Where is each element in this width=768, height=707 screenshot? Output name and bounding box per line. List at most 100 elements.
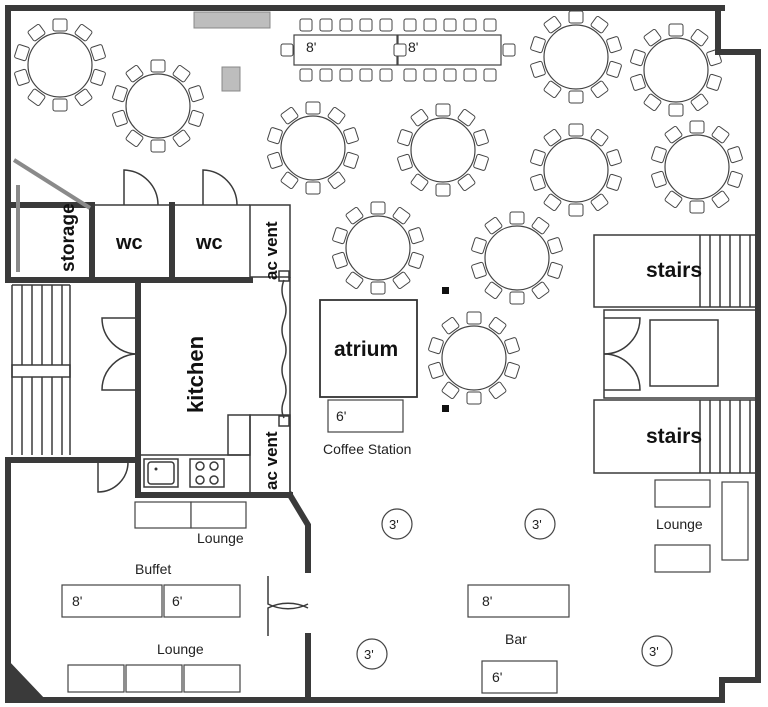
round-table-top <box>345 215 411 281</box>
chair <box>27 88 46 107</box>
round-table-top <box>643 37 709 103</box>
chair <box>332 227 348 245</box>
chair <box>689 200 705 214</box>
chair <box>530 36 546 54</box>
chair <box>392 206 411 225</box>
right-stairs-bottom <box>593 399 757 474</box>
coffee-station-label: Coffee Station <box>323 441 411 457</box>
chair <box>14 68 30 86</box>
fixture-small <box>221 66 241 92</box>
round-table-6 <box>630 23 722 117</box>
chair <box>280 43 294 57</box>
outer-walls <box>5 5 761 703</box>
stove <box>189 458 225 488</box>
chair <box>441 381 460 400</box>
chair <box>305 101 321 115</box>
chair <box>606 173 622 191</box>
chair <box>689 120 705 134</box>
table-label-buffet-8: 8' <box>72 593 82 609</box>
chair <box>305 181 321 195</box>
chair <box>150 139 166 153</box>
chair <box>410 173 429 192</box>
chair <box>267 127 283 145</box>
chair <box>530 173 546 191</box>
elevator-lobby <box>603 309 757 399</box>
chair <box>568 90 584 104</box>
chair <box>343 127 359 145</box>
cocktail-label-1: 3' <box>389 517 399 532</box>
round-table-top <box>410 117 476 183</box>
chair <box>27 23 46 42</box>
chair <box>457 108 476 127</box>
chair <box>463 18 477 32</box>
chair <box>504 361 520 379</box>
left-stairs <box>11 284 71 455</box>
chair <box>568 10 584 24</box>
chair <box>343 151 359 169</box>
chair <box>345 206 364 225</box>
chair <box>664 190 683 209</box>
chair <box>52 18 68 32</box>
chair <box>339 18 353 32</box>
chair <box>643 93 662 112</box>
chair <box>125 129 144 148</box>
wc-left-label: wc <box>115 232 143 254</box>
round-table-7 <box>530 123 622 217</box>
chair <box>408 251 424 269</box>
round-table-top <box>125 73 191 139</box>
round-table-4 <box>397 103 489 197</box>
bar-label: Bar <box>505 631 527 647</box>
chair <box>668 103 684 117</box>
chair <box>319 18 333 32</box>
chair <box>370 201 386 215</box>
lounge-left-top-label: Lounge <box>197 530 244 546</box>
chair <box>90 44 106 62</box>
chair <box>590 80 609 99</box>
chair <box>370 281 386 295</box>
round-table-8 <box>651 120 743 214</box>
chair <box>299 68 313 82</box>
rect-tables <box>61 399 749 694</box>
chair <box>379 18 393 32</box>
ac-vent-bottom-label: ac vent <box>262 431 281 490</box>
chair <box>423 18 437 32</box>
chair <box>664 125 683 144</box>
chair <box>568 203 584 217</box>
chair <box>397 153 413 171</box>
chair <box>392 271 411 290</box>
chair <box>606 60 622 78</box>
chair <box>463 68 477 82</box>
chair <box>543 128 562 147</box>
chair <box>150 59 166 73</box>
chair <box>299 18 313 32</box>
table-label-bar-8: 8' <box>482 593 492 609</box>
chair <box>423 68 437 82</box>
chair <box>397 129 413 147</box>
chair <box>74 23 93 42</box>
chair <box>727 170 743 188</box>
column-2 <box>442 405 449 412</box>
round-table-top <box>280 115 346 181</box>
chair <box>112 109 128 127</box>
lounge-right-label: Lounge <box>656 516 703 532</box>
chair <box>547 261 563 279</box>
chair <box>410 108 429 127</box>
chair <box>509 211 525 225</box>
ac-vent-top-box <box>249 204 291 278</box>
chair <box>125 64 144 83</box>
chair <box>504 337 520 355</box>
table-label-bar-6: 6' <box>492 669 502 685</box>
round-table-top <box>27 32 93 98</box>
chair <box>408 227 424 245</box>
buffet-label: Buffet <box>135 561 171 577</box>
chair <box>543 80 562 99</box>
chair <box>52 98 68 112</box>
chair <box>379 68 393 82</box>
chair <box>403 68 417 82</box>
chair <box>466 391 482 405</box>
chair <box>668 23 684 37</box>
wc-right-label: wc <box>195 232 223 254</box>
chair <box>651 146 667 164</box>
chair <box>428 337 444 355</box>
